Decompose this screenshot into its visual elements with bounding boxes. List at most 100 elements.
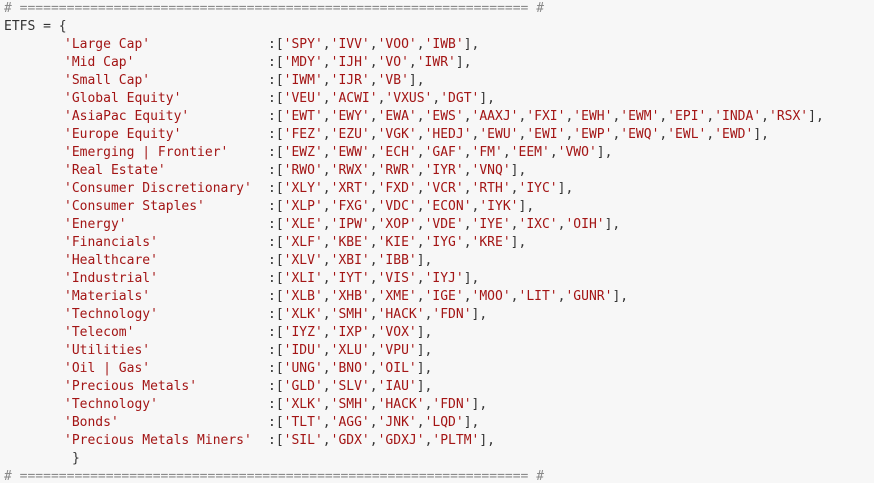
- entry-value-list: ['VEU','ACWI','VXUS','DGT'],: [275, 91, 496, 106]
- entry-value-list: ['XLY','XRT','FXD','VCR','RTH','IYC'],: [275, 181, 574, 196]
- entry-value: :['IDU','XLU','VPU'],: [268, 342, 432, 360]
- entry-key: 'Mid Cap': [64, 55, 135, 70]
- entry-key: 'AsiaPac Equity': [64, 109, 190, 124]
- entry-key: 'Europe Equity': [64, 127, 182, 142]
- entry-value: :['XLV','XBI','IBB'],: [268, 252, 432, 270]
- entry-value-list: ['IDU','XLU','VPU'],: [275, 343, 433, 358]
- dict-entry: 'Oil | Gas':['UNG','BNO','OIL'],: [0, 360, 874, 378]
- entry-value: :['MDY','IJH','VO','IWR'],: [268, 54, 472, 72]
- colon: :: [268, 289, 276, 304]
- dict-header: ETFS = {: [4, 19, 67, 34]
- colon: :: [268, 415, 276, 430]
- entry-key: 'Precious Metals Miners': [64, 433, 252, 448]
- entry-value: :['UNG','BNO','OIL'],: [268, 360, 432, 378]
- dict-entry: 'Bonds':['TLT','AGG','JNK','LQD'],: [0, 414, 874, 432]
- colon: :: [268, 145, 276, 160]
- entry-key: 'Bonds': [64, 415, 119, 430]
- dict-entry: 'Healthcare' :['XLV','XBI','IBB'],: [0, 252, 874, 270]
- entry-value-list: ['TLT','AGG','JNK','LQD'],: [275, 415, 480, 430]
- entry-key: 'Real Estate': [64, 163, 166, 178]
- entry-key: 'Telecom': [64, 325, 135, 340]
- entry-key: 'Global Equity': [64, 91, 182, 106]
- entry-value: :['XLB','XHB','XME','IGE','MOO','LIT','G…: [268, 288, 628, 306]
- entry-value: :['IWM','IJR','VB'],: [268, 72, 425, 90]
- colon: :: [268, 361, 276, 376]
- entry-value: :['VEU','ACWI','VXUS','DGT'],: [268, 90, 495, 108]
- dict-entry: 'Telecom' :['IYZ','IXP','VOX'],: [0, 324, 874, 342]
- entry-key: 'Energy': [64, 217, 127, 232]
- entry-value-list: ['XLF','KBE','KIE','IYG','KRE'],: [275, 235, 527, 250]
- dict-entry: 'Financials':['XLF','KBE','KIE','IYG','K…: [0, 234, 874, 252]
- separator-comment-bottom: # ======================================…: [4, 469, 545, 483]
- entry-value: :['XLK','SMH','HACK','FDN'],: [268, 306, 487, 324]
- colon: :: [268, 199, 276, 214]
- entry-value: :['TLT','AGG','JNK','LQD'],: [268, 414, 479, 432]
- entry-value-list: ['XLI','IYT','VIS','IYJ'],: [275, 271, 480, 286]
- dict-entry: 'Materials':['XLB','XHB','XME','IGE','MO…: [0, 288, 874, 306]
- entry-value-list: ['XLK','SMH','HACK','FDN'],: [275, 397, 488, 412]
- dict-entry: 'Consumer Staples':['XLP','FXG','VDC','E…: [0, 198, 874, 216]
- entry-value-list: ['FEZ','EZU','VGK','HEDJ','EWU','EWI','E…: [275, 127, 769, 142]
- entry-value: :['GLD','SLV','IAU'],: [268, 378, 432, 396]
- entry-value-list: ['SIL','GDX','GDXJ','PLTM'],: [275, 433, 496, 448]
- entry-key: 'Large Cap': [64, 37, 151, 52]
- entry-key: 'Materials': [64, 289, 151, 304]
- colon: :: [268, 307, 276, 322]
- entry-value-list: ['XLK','SMH','HACK','FDN'],: [275, 307, 488, 322]
- dict-entry: 'AsiaPac Equity':['EWT','EWY','EWA','EWS…: [0, 108, 874, 126]
- separator-comment-top: # ======================================…: [4, 1, 545, 16]
- entry-value: :['EWZ','EWW','ECH','GAF','FM','EEM','VW…: [268, 144, 612, 162]
- dict-entry: 'Precious Metals Miners':['SIL','GDX','G…: [0, 432, 874, 450]
- entry-value-list: ['UNG','BNO','OIL'],: [275, 361, 433, 376]
- colon: :: [268, 379, 276, 394]
- colon: :: [268, 397, 276, 412]
- dict-entry: 'Europe Equity':['FEZ','EZU','VGK','HEDJ…: [0, 126, 874, 144]
- entry-value: :['XLY','XRT','FXD','VCR','RTH','IYC'],: [268, 180, 573, 198]
- entry-value: :['XLF','KBE','KIE','IYG','KRE'],: [268, 234, 526, 252]
- dict-entry: 'Small Cap':['IWM','IJR','VB'],: [0, 72, 874, 90]
- colon: :: [268, 73, 276, 88]
- entry-key: 'Oil | Gas': [64, 361, 151, 376]
- entry-value-list: ['XLB','XHB','XME','IGE','MOO','LIT','GU…: [275, 289, 629, 304]
- entry-value-list: ['MDY','IJH','VO','IWR'],: [275, 55, 472, 70]
- entry-value: :['RWO','RWX','RWR','IYR','VNQ'],: [268, 162, 526, 180]
- dict-entry: 'Global Equity':['VEU','ACWI','VXUS','DG…: [0, 90, 874, 108]
- entry-value: :['IYZ','IXP','VOX'],: [268, 324, 432, 342]
- colon: :: [268, 109, 276, 124]
- colon: :: [268, 253, 276, 268]
- dict-entry: 'Emerging | Frontier' :['EWZ','EWW','ECH'…: [0, 144, 874, 162]
- colon: :: [268, 55, 276, 70]
- entry-value-list: ['SPY','IVV','VOO','IWB'],: [275, 37, 480, 52]
- dict-entry: 'Industrial':['XLI','IYT','VIS','IYJ'],: [0, 270, 874, 288]
- entry-value-list: ['EWT','EWY','EWA','EWS','AAXJ','FXI','E…: [275, 109, 824, 124]
- colon: :: [268, 91, 276, 106]
- entry-key: 'Utilities': [64, 343, 151, 358]
- entry-value: :['XLI','IYT','VIS','IYJ'],: [268, 270, 479, 288]
- colon: :: [268, 37, 276, 52]
- entry-value-list: ['IWM','IJR','VB'],: [275, 73, 425, 88]
- colon: :: [268, 235, 276, 250]
- entry-key: 'Financials': [64, 235, 158, 250]
- colon: :: [268, 343, 276, 358]
- entry-key: 'Small Cap': [64, 73, 151, 88]
- dict-entry: 'Technology':['XLK','SMH','HACK','FDN'],: [0, 306, 874, 324]
- colon: :: [268, 127, 276, 142]
- dict-entry: 'Technology':['XLK','SMH','HACK','FDN'],: [0, 396, 874, 414]
- colon: :: [268, 163, 276, 178]
- entry-key: 'Technology': [64, 397, 158, 412]
- entry-value-list: ['GLD','SLV','IAU'],: [275, 379, 433, 394]
- colon: :: [268, 217, 276, 232]
- entry-value-list: ['XLP','FXG','VDC','ECON','IYK'],: [275, 199, 535, 214]
- entry-value-list: ['XLE','IPW','XOP','VDE','IYE','IXC','OI…: [275, 217, 621, 232]
- entry-value: :['XLP','FXG','VDC','ECON','IYK'],: [268, 198, 534, 216]
- entry-value: :['XLK','SMH','HACK','FDN'],: [268, 396, 487, 414]
- entry-value-list: ['RWO','RWX','RWR','IYR','VNQ'],: [275, 163, 527, 178]
- entry-value: :['EWT','EWY','EWA','EWS','AAXJ','FXI','…: [268, 108, 824, 126]
- entry-key: 'Healthcare': [64, 253, 158, 268]
- dict-entry: 'Consumer Discretionary':['XLY','XRT','F…: [0, 180, 874, 198]
- dict-entry: 'Mid Cap':['MDY','IJH','VO','IWR'],: [0, 54, 874, 72]
- dict-closing-brace: }: [72, 451, 80, 466]
- colon: :: [268, 181, 276, 196]
- entry-key: 'Emerging | Frontier': [64, 145, 229, 160]
